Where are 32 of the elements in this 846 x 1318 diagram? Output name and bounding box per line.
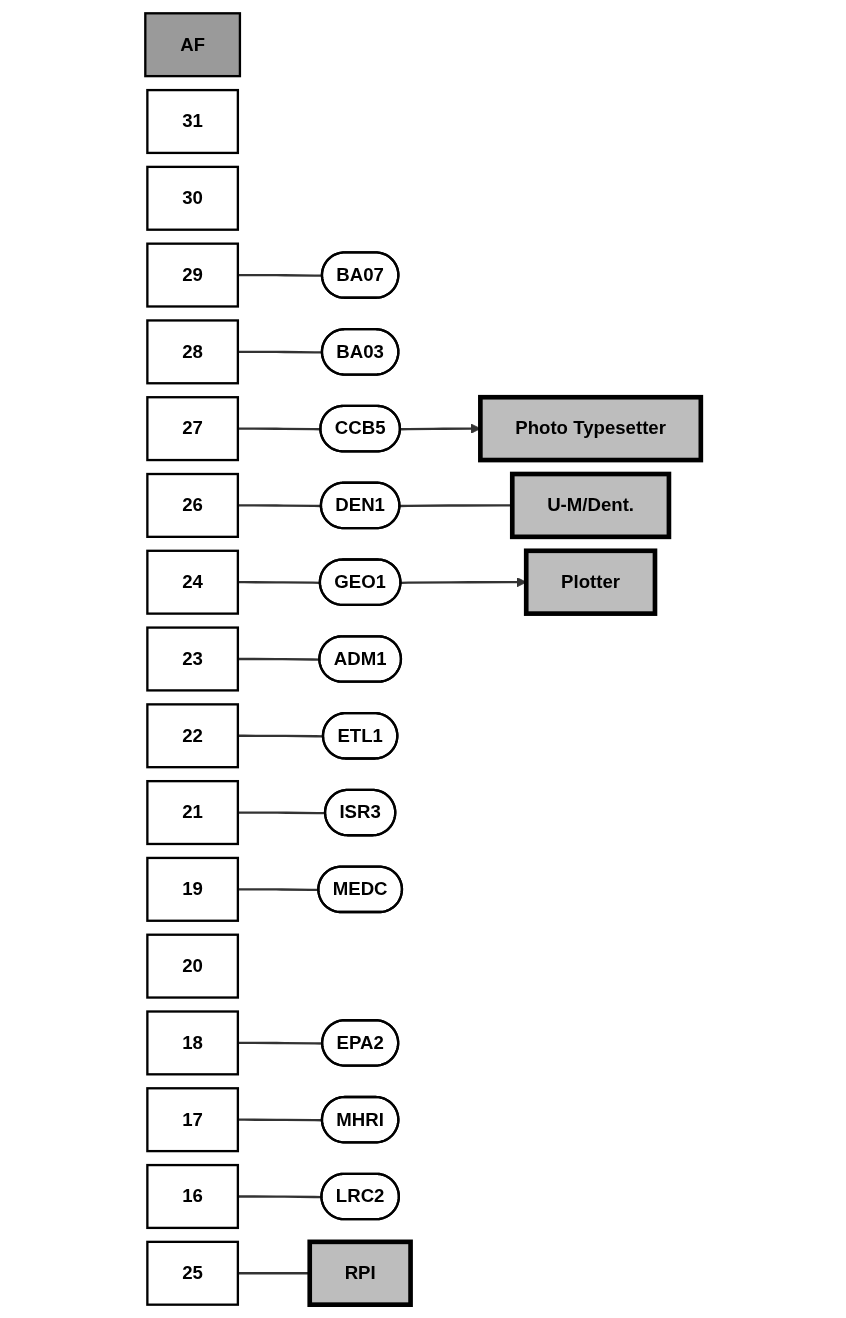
connector [237,657,320,661]
node-box: 16 [146,1163,239,1230]
node-box: 31 [146,88,239,155]
node-box: 17 [146,1087,239,1153]
connector [237,427,321,431]
node-box: 23 [146,626,239,692]
node-box: 18 [146,1010,239,1076]
connector [237,888,319,892]
node-box: 27 [146,396,239,462]
node-box: 30 [146,165,239,231]
node-box: 24 [146,549,239,615]
connector [237,1195,322,1199]
node-box: 25 [146,1240,239,1306]
connector [237,1041,323,1045]
node-box: RPI [307,1239,413,1307]
node-box: 29 [146,242,239,308]
node-box: 28 [146,319,239,385]
node-box: 26 [146,472,239,538]
node-box: Plotter [523,548,658,616]
connector [237,504,322,508]
connector [237,734,324,738]
node-box: Photo Typesetter [477,394,704,463]
connector [237,811,326,815]
node-box: U-M/Dent. [509,471,672,540]
node-box: 20 [146,933,239,999]
node-box: 22 [146,703,239,769]
node-box: 21 [146,780,239,846]
connector [237,350,323,354]
connector [237,273,323,277]
node-box: AF [144,12,241,78]
connector [237,1118,323,1122]
node-box: 19 [146,856,239,922]
